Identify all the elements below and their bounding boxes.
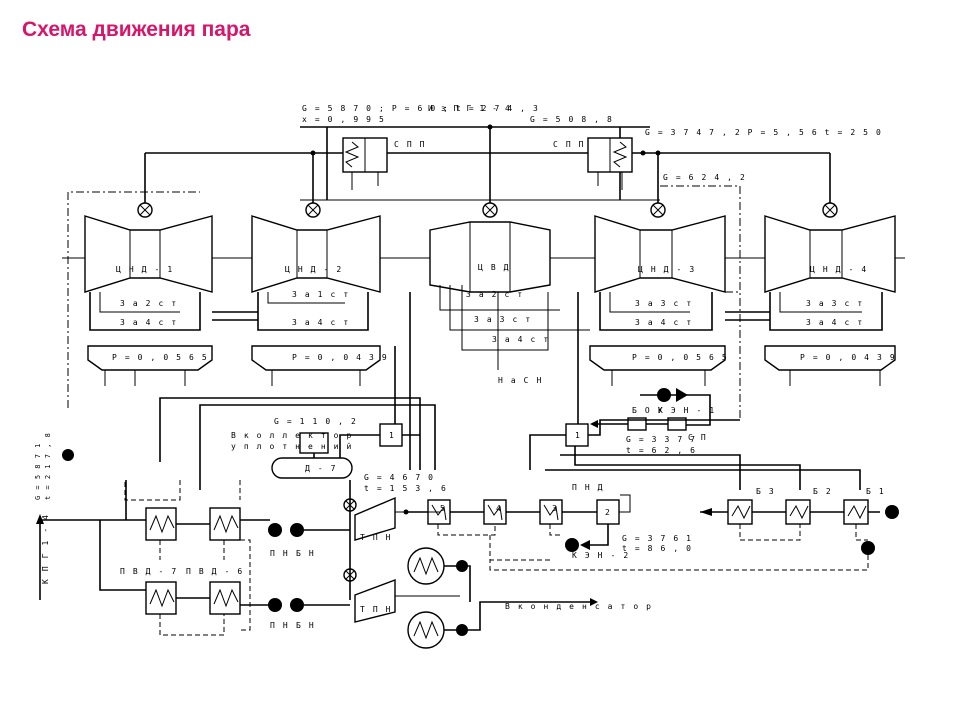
- cvd-label: Ц В Д: [478, 263, 510, 272]
- condenser-4-pressure: P = 0 , 0 4 3 9: [800, 353, 896, 362]
- flow-624: G = 6 2 4 , 2: [663, 173, 746, 182]
- cnd3-extraction-3: З а 3 с т: [635, 299, 693, 308]
- sp-label: С П: [688, 433, 707, 442]
- boundary-right: [660, 185, 741, 420]
- from-steam-generators: И з П Г 1 - 4: [428, 104, 511, 113]
- lp-heater-2-label: 2: [605, 508, 611, 517]
- top-steam-mains: [144, 124, 831, 208]
- ken1-label: К Э Н - 1: [658, 406, 716, 415]
- condenser-1-pressure: P = 0 , 0 5 6 5: [112, 353, 208, 362]
- cnd4-label: Ц Н Д - 4: [810, 265, 868, 274]
- pnd-label: П Н Д: [572, 483, 604, 492]
- flow-3377: G = 3 3 7 7: [626, 435, 697, 444]
- pvd7-label: П В Д - 7: [120, 567, 178, 576]
- kpg-label: К П Г 1 - 4: [41, 513, 50, 584]
- b1-label: Б 1: [866, 487, 885, 496]
- turbine-cnd4: Ц Н Д - 4: [764, 215, 896, 293]
- extraction-piping: [89, 285, 883, 370]
- condenser-4: P = 0 , 0 4 3 9: [764, 345, 896, 386]
- to-collector-2: у п л о т н е н и й: [231, 442, 353, 451]
- lp-heater-5-label: 5: [440, 504, 446, 513]
- temp-86: t = 8 6 , 0: [622, 544, 693, 553]
- cnd3-extraction-4: З а 4 с т: [635, 318, 693, 327]
- cvd-extraction-3: З а 3 с т: [474, 315, 532, 324]
- condenser-3-pressure: P = 0 , 0 5 6 5: [632, 353, 728, 362]
- pn1-label: П Н: [270, 549, 289, 558]
- turbine-cvd: Ц В Д: [429, 221, 551, 293]
- turbine-cnd3: Ц Н Д - 3: [594, 215, 726, 293]
- turbine-cnd2: Ц Н Д - 2: [251, 215, 381, 293]
- mid-piping: [159, 292, 861, 490]
- cnd4-extraction-3: З а 3 с т: [806, 299, 864, 308]
- lp-heaters: 5 4 3 2 П Н Д К Э Н - 2 G = 3 7 6 1 t = …: [403, 483, 693, 561]
- turbine-cnd1: Ц Н Д - 1: [84, 215, 213, 293]
- bn2-label: Б Н: [296, 621, 315, 630]
- flow-508: G = 5 0 8 , 8: [530, 115, 613, 124]
- spp-reheater-left: С П П: [342, 137, 426, 190]
- deaerator-d7: Д - 7 G = 1 1 0 , 2 В к о л л е к т о р …: [231, 417, 447, 493]
- inlet-dryness: x = 0 , 9 9 5: [302, 115, 385, 124]
- heater-1a-label: 1: [389, 431, 395, 440]
- bn1-label: Б Н: [296, 549, 315, 558]
- cnd2-extraction-1: З а 1 с т: [292, 290, 350, 299]
- feed-pump-turbines: Т П Н Т П Н В к о н д е н с а т о р: [343, 480, 653, 649]
- temp-153: t = 1 5 3 , 6: [364, 484, 447, 493]
- b2-label: Б 2: [813, 487, 832, 496]
- temp-62: t = 6 2 , 6: [626, 446, 697, 455]
- condenser-3: P = 0 , 0 5 6 5: [589, 345, 728, 386]
- spp-reheater-right: С П П: [553, 137, 633, 190]
- condensate-block: Б О У К Э Н - 1 С П G = 3 3 7 7 t = 6 2 …: [590, 388, 716, 455]
- district-heaters: Б 3 Б 2 Б 1: [489, 487, 899, 571]
- cnd1-label: Ц Н Д - 1: [116, 265, 174, 274]
- lp-heater-3-label: 3: [552, 504, 558, 513]
- stop-valves: [137, 202, 838, 218]
- b3-label: Б 3: [756, 487, 775, 496]
- inlet-params: G = 5 8 7 0 ; P = 6 0 ; t = 2 7 4 , 3: [302, 104, 539, 113]
- to-collector-1: В к о л л е к т о р: [231, 431, 353, 440]
- flow-110: G = 1 1 0 , 2: [274, 417, 357, 426]
- page-title: Схема движения пара: [22, 18, 251, 41]
- flow-3747: G = 3 7 4 7 , 2 P = 5 , 5 6 t = 2 5 0: [645, 128, 882, 137]
- cvd-extraction-4: З а 4 с т: [492, 335, 550, 344]
- lp-heater-4-label: 4: [496, 504, 502, 513]
- flow-3761: G = 3 7 6 1: [622, 534, 693, 543]
- to-condenser: В к о н д е н с а т о р: [505, 602, 653, 611]
- boundary-left: [67, 191, 200, 408]
- cnd1-extraction-4: З а 4 с т: [120, 318, 178, 327]
- deaerator-label: Д - 7: [305, 464, 337, 473]
- flow-4670: G = 4 6 7 0: [364, 473, 435, 482]
- heater-1b-label: 1: [575, 431, 581, 440]
- bou-label: Б О У: [632, 406, 664, 415]
- condenser-2-pressure: P = 0 , 0 4 3 9: [292, 353, 388, 362]
- hp-heaters: П В Д - 7 П В Д - 6 П Н Б Н П Н Б Н: [36, 449, 350, 636]
- to-own-needs: Н а С Н: [498, 376, 543, 385]
- cvd-extraction-2: З а 2 с т: [466, 290, 524, 299]
- tpn2-label: Т П Н: [360, 605, 392, 614]
- cnd2-extraction-4: З а 4 с т: [292, 318, 350, 327]
- pn2-label: П Н: [270, 621, 289, 630]
- flow-5871: G = 5 8 7 1: [34, 443, 42, 500]
- pvd6-label: П В Д - 6: [186, 567, 244, 576]
- condenser-1: P = 0 , 0 5 6 5: [87, 345, 213, 386]
- temp-217: t = 2 1 7 , 8: [44, 432, 52, 500]
- cnd1-extraction-2: З а 2 с т: [120, 299, 178, 308]
- ken2-label: К Э Н - 2: [572, 551, 630, 560]
- cnd2-label: Ц Н Д - 2: [285, 265, 343, 274]
- cnd4-extraction-4: З а 4 с т: [806, 318, 864, 327]
- spp-left-label: С П П: [394, 140, 426, 149]
- cnd3-label: Ц Н Д - 3: [638, 265, 696, 274]
- condenser-2: P = 0 , 0 4 3 9: [251, 345, 388, 386]
- spp-right-label: С П П: [553, 140, 585, 149]
- tpn1-label: Т П Н: [360, 533, 392, 542]
